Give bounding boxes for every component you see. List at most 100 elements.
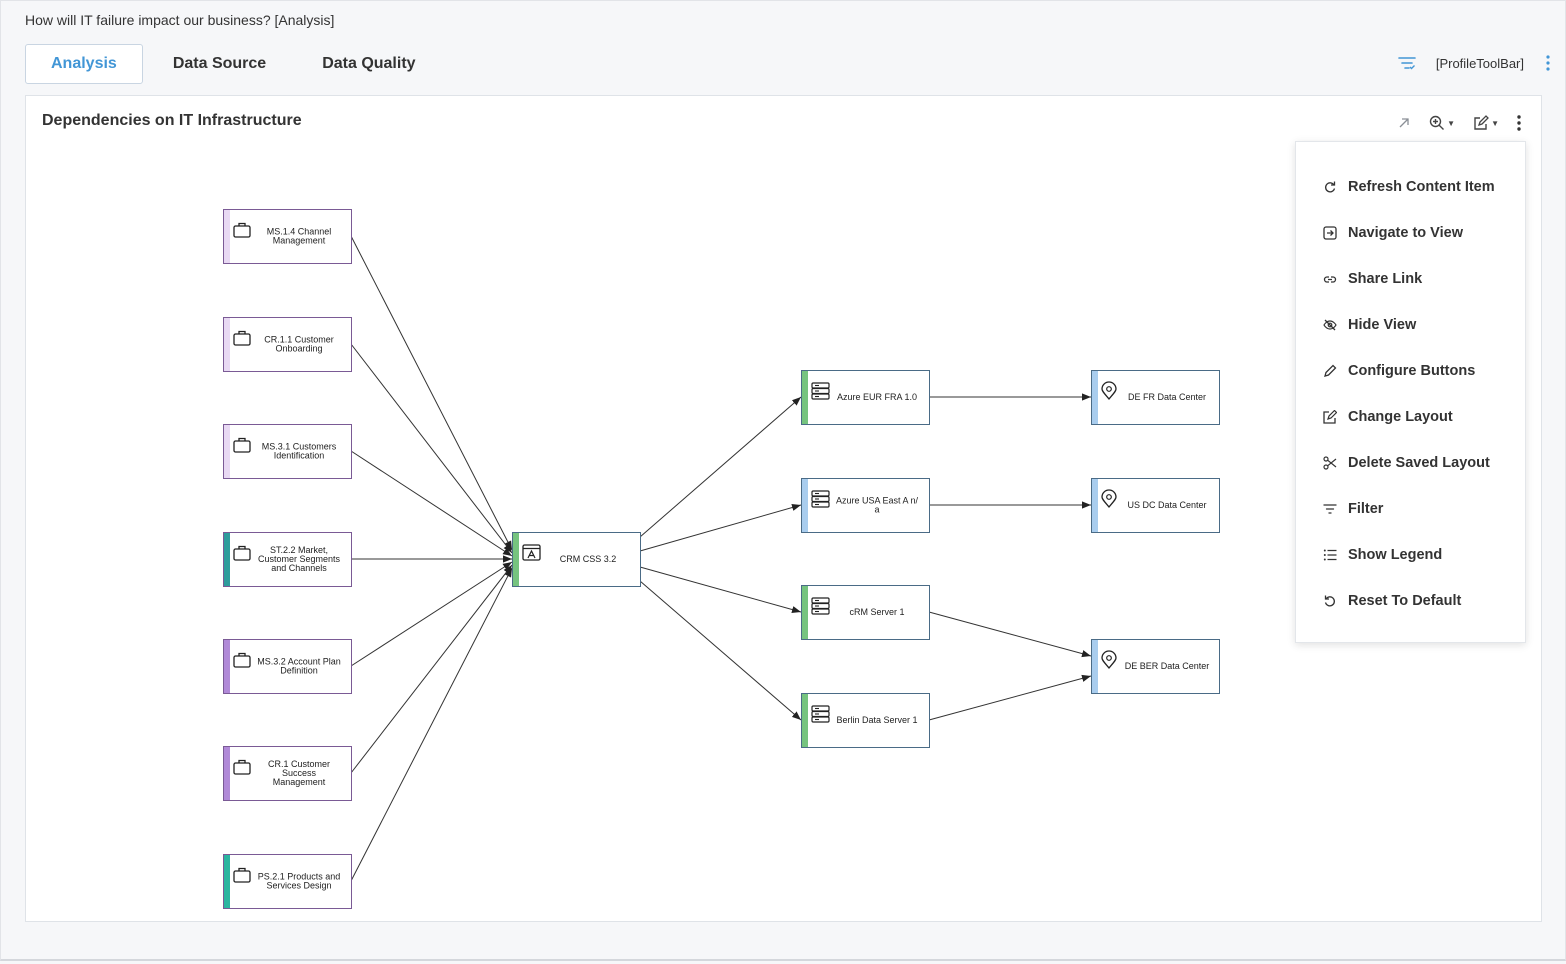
filter-icon [1322, 501, 1338, 517]
node-label: Services Design [266, 881, 331, 891]
node-accent-bar [1092, 640, 1098, 693]
edges [350, 235, 1092, 882]
menu-item-delete-saved-layout[interactable]: Delete Saved Layout [1296, 440, 1525, 486]
menu-item-refresh[interactable]: Refresh Content Item [1296, 164, 1525, 210]
server-icon [811, 490, 830, 508]
diagram-node-d3[interactable]: DE BER Data Center [1091, 639, 1220, 694]
location-icon [1101, 489, 1117, 509]
list-icon [1322, 547, 1338, 563]
node-label: cRM Server 1 [849, 607, 904, 617]
node-label: Azure USA East A n/ [836, 496, 919, 506]
node-label: DE FR Data Center [1128, 392, 1206, 402]
node-label: a [874, 505, 879, 515]
diagram-node-s1[interactable]: Azure EUR FRA 1.0 [801, 370, 930, 425]
node-label: CR.1 Customer [268, 759, 330, 769]
briefcase-icon [233, 759, 251, 775]
node-label: CRM CSS 3.2 [560, 554, 617, 564]
page-title: How will IT failure impact our business?… [25, 12, 335, 28]
menu-item-change-layout[interactable]: Change Layout [1296, 394, 1525, 440]
edge [639, 504, 802, 552]
server-icon [811, 597, 830, 615]
node-accent-bar [802, 371, 808, 424]
diagram-node-d2[interactable]: US DC Data Center [1091, 478, 1220, 533]
edit-icon[interactable]: ▼ [1473, 115, 1499, 131]
server-icon [811, 382, 830, 400]
expand-icon[interactable] [1397, 116, 1411, 130]
edge [350, 343, 513, 554]
link-icon [1322, 271, 1338, 287]
tab-analysis[interactable]: Analysis [25, 44, 143, 84]
kebab-menu-icon[interactable] [1542, 52, 1554, 74]
dependencies-panel: Dependencies on IT Infrastructure ▼ ▼ MS… [25, 95, 1542, 922]
briefcase-icon [233, 545, 251, 561]
node-label: Definition [280, 666, 318, 676]
edge [350, 564, 513, 774]
chevron-down-icon: ▼ [1491, 118, 1499, 128]
diagram-node-d1[interactable]: DE FR Data Center [1091, 370, 1220, 425]
node-label: Azure EUR FRA 1.0 [837, 392, 917, 402]
menu-item-hide-view[interactable]: Hide View [1296, 302, 1525, 348]
menu-item-filter[interactable]: Filter [1296, 486, 1525, 532]
node-accent-bar [513, 533, 519, 586]
navigate-icon [1322, 225, 1338, 241]
node-accent-bar [224, 318, 230, 371]
profile-toolbar: [ProfileToolBar] [1396, 50, 1554, 76]
menu-item-configure-buttons[interactable]: Configure Buttons [1296, 348, 1525, 394]
profile-toolbar-label[interactable]: [ProfileToolBar] [1435, 55, 1524, 71]
filter-icon[interactable] [1396, 52, 1418, 74]
pencil-icon [1322, 363, 1338, 379]
node-label: and Channels [271, 563, 327, 573]
scissors-icon [1322, 455, 1338, 471]
node-label: Management [273, 777, 326, 787]
tab-data-source[interactable]: Data Source [172, 55, 267, 72]
panel-toolbar: ▼ ▼ [1379, 112, 1521, 134]
diagram-node-s2[interactable]: Azure USA East A n/a [801, 478, 930, 533]
zoom-icon[interactable]: ▼ [1429, 115, 1455, 131]
menu-item-navigate[interactable]: Navigate to View [1296, 210, 1525, 256]
server-icon [811, 705, 830, 723]
node-box [801, 370, 930, 425]
kebab-menu-icon[interactable] [1517, 115, 1521, 131]
node-box [1091, 639, 1220, 694]
menu-item-show-legend[interactable]: Show Legend [1296, 532, 1525, 578]
edge [350, 567, 513, 882]
briefcase-icon [233, 330, 251, 346]
node-accent-bar [802, 586, 808, 639]
diagram-node-s4[interactable]: Berlin Data Server 1 [801, 693, 930, 748]
location-icon [1101, 650, 1117, 670]
menu-item-reset-to-default[interactable]: Reset To Default [1296, 578, 1525, 624]
diagram-node-s3[interactable]: cRM Server 1 [801, 585, 930, 640]
briefcase-icon [233, 437, 251, 453]
briefcase-icon [233, 652, 251, 668]
node-accent-bar [224, 210, 230, 263]
node-label: MS.3.2 Account Plan [257, 657, 341, 667]
node-label: MS.1.4 Channel [267, 227, 332, 237]
diagram-node-crm[interactable]: CRM CSS 3.2 [512, 532, 641, 587]
refresh-icon [1322, 179, 1338, 195]
node-label: Customer Segments [258, 554, 341, 564]
node-label: Identification [274, 451, 325, 461]
edge [928, 611, 1092, 658]
node-accent-bar [224, 640, 230, 693]
edge [350, 450, 513, 557]
reset-icon [1322, 593, 1338, 609]
menu-item-share-link[interactable]: Share Link [1296, 256, 1525, 302]
application-icon [522, 544, 541, 561]
edge [928, 674, 1092, 721]
chevron-down-icon: ▼ [1447, 118, 1456, 128]
node-label: DE BER Data Center [1125, 661, 1210, 671]
node-accent-bar [224, 747, 230, 800]
tab-data-quality[interactable]: Data Quality [322, 55, 416, 72]
node-accent-bar [1092, 479, 1098, 532]
node-box [801, 478, 930, 533]
edit-icon [1322, 409, 1338, 425]
edge [350, 235, 513, 551]
